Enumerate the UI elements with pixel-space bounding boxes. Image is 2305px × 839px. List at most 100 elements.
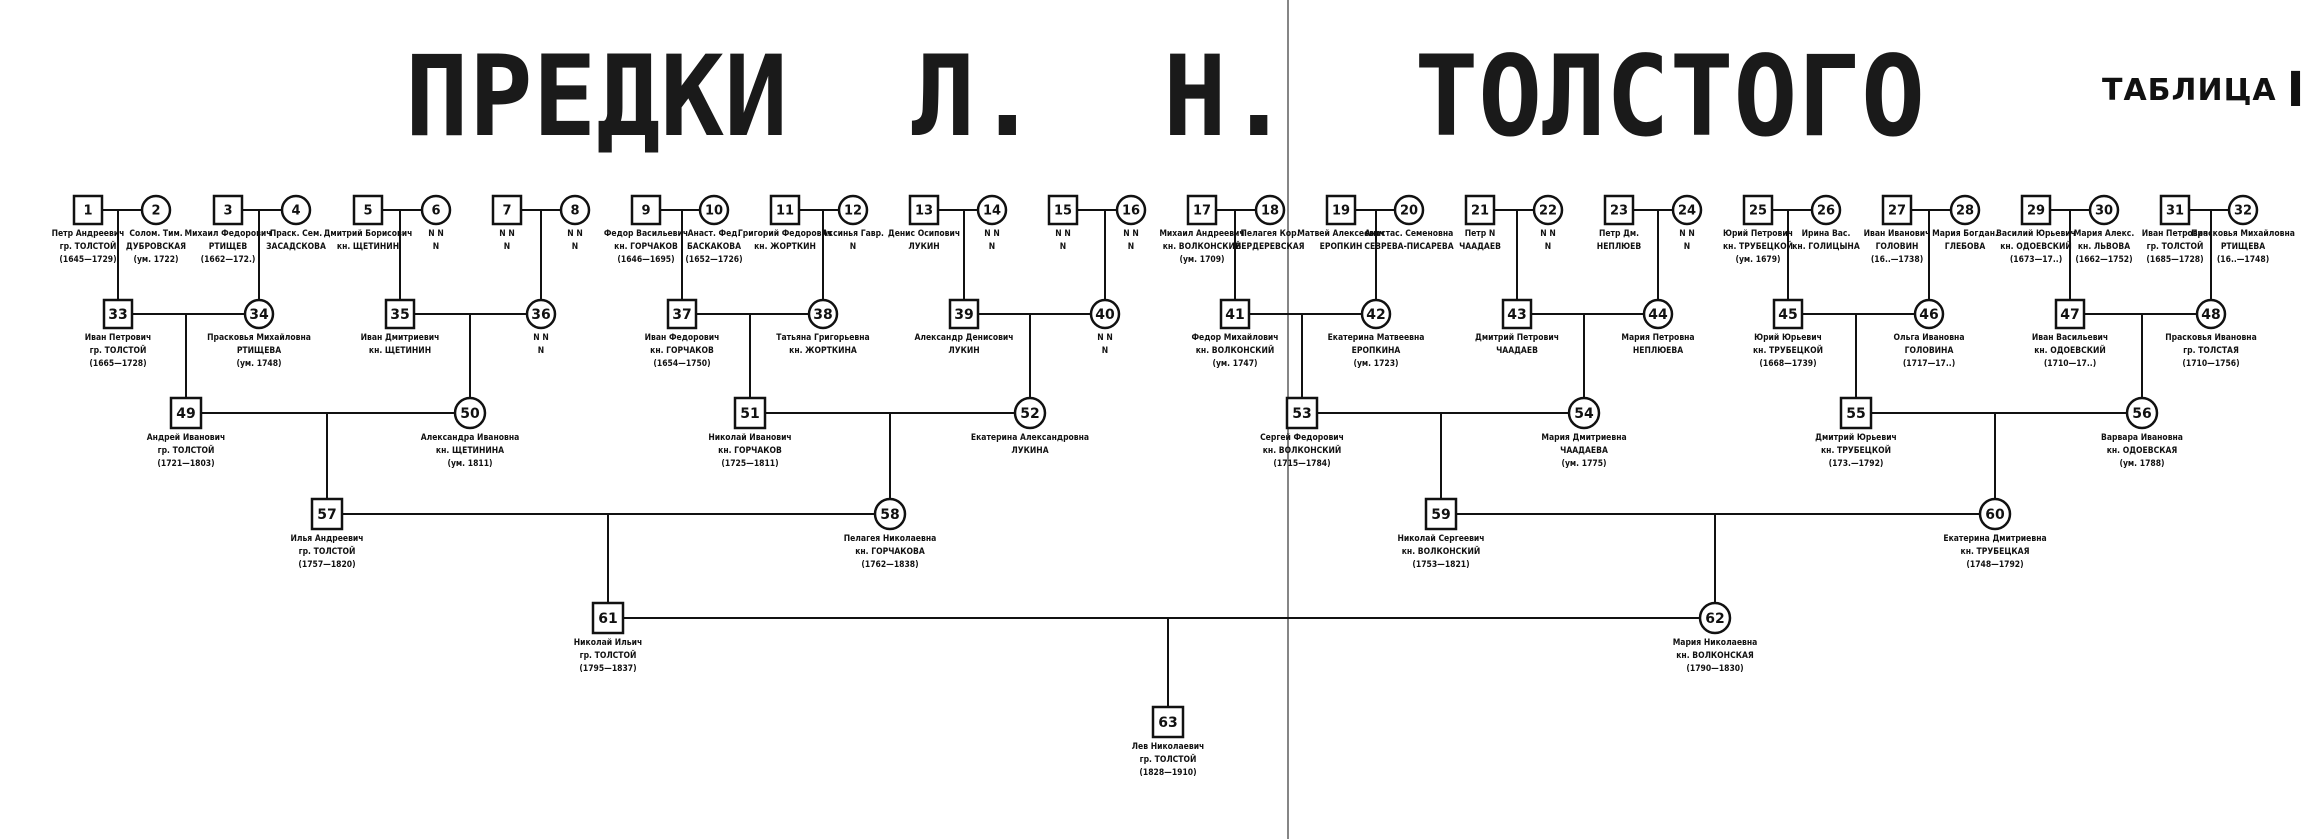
person-caption-line: кн. ГОРЧАКОВ <box>718 446 782 456</box>
person-caption-line: кн. ГОЛИЦЫНА <box>1792 242 1860 252</box>
male-square-icon <box>908 194 940 226</box>
person-number: 1 <box>83 204 92 219</box>
person-14: 14N NN <box>976 194 1008 252</box>
male-square-icon <box>1424 497 1458 531</box>
male-square-icon <box>1742 194 1774 226</box>
male-square-icon <box>1839 396 1873 430</box>
person-caption-line: кн. ГОРЧАКОВА <box>855 547 925 557</box>
person-caption-line: ГЛЕБОВА <box>1945 242 1986 252</box>
person-number: 10 <box>705 204 723 219</box>
person-caption-line: Аксинья Гавр. <box>822 229 884 239</box>
person-caption-line: Прасковья Михайловна <box>2191 229 2295 239</box>
person-number: 54 <box>1574 406 1594 422</box>
person-caption-line: Дмитрий Юрьевич <box>1815 433 1897 443</box>
person-number: 27 <box>1888 204 1906 219</box>
female-circle-icon <box>525 298 557 330</box>
person-caption-line: Илья Андреевич <box>290 534 363 544</box>
person-caption-line: Николай Иванович <box>708 433 791 443</box>
title-word-1: ПРЕДКИ <box>405 31 788 162</box>
male-square-icon <box>769 194 801 226</box>
person-number: 5 <box>363 204 372 219</box>
male-square-icon <box>352 194 384 226</box>
female-circle-icon <box>1393 194 1425 226</box>
person-number: 24 <box>1678 204 1696 219</box>
person-7: 7N NN <box>491 194 523 252</box>
title-word-4: ТОЛСТОГО <box>1414 31 1925 162</box>
person-number: 41 <box>1225 307 1244 323</box>
person-number: 29 <box>2027 204 2045 219</box>
person-number: 59 <box>1431 507 1450 523</box>
person-caption-line: Анастас. Семеновна <box>1365 229 1454 239</box>
female-circle-icon <box>1567 396 1601 430</box>
person-caption-line: гр. ТОЛСТОЙ <box>158 444 215 456</box>
person-caption-line: (1710—1756) <box>2182 359 2239 369</box>
person-caption-line: кн. ОДОЕВСКИЙ <box>2000 240 2072 252</box>
person-caption-line: Александра Ивановна <box>421 433 520 443</box>
person-caption-line: (1762—1838) <box>861 560 918 570</box>
male-square-icon <box>491 194 523 226</box>
male-square-icon <box>1772 298 1804 330</box>
person-number: 30 <box>2095 204 2113 219</box>
person-caption-line: Федор Михайлович <box>1191 333 1278 343</box>
female-circle-icon <box>837 194 869 226</box>
person-caption-line: N <box>538 346 544 356</box>
person-caption-line: (1673—17..) <box>2010 255 2062 265</box>
person-caption-line: (1662—1752) <box>2075 255 2132 265</box>
person-number: 38 <box>813 307 832 323</box>
connector-lines <box>102 209 2229 707</box>
female-circle-icon <box>453 396 487 430</box>
person-caption-line: Мария Алекс. <box>2074 229 2135 239</box>
person-caption-line: N <box>433 242 439 252</box>
person-caption-line: кн. ЩЕТИНИН <box>369 346 431 356</box>
table-number: I <box>2286 62 2305 118</box>
person-caption-line: (16..—1738) <box>1871 255 1923 265</box>
person-caption-line: (1828—1910) <box>1139 768 1196 778</box>
person-caption-line: гр. ТОЛСТОЙ <box>1140 753 1197 765</box>
person-number: 47 <box>2060 307 2079 323</box>
person-caption-line: Дмитрий Борисович <box>324 229 413 239</box>
female-circle-icon <box>1115 194 1147 226</box>
person-number: 14 <box>983 204 1001 219</box>
person-caption-line: Михаил Федорович <box>184 229 271 239</box>
female-circle-icon <box>1698 601 1732 635</box>
person-caption-line: (ум. 1723) <box>1353 359 1398 369</box>
person-caption-line: Мария Николаевна <box>1673 638 1758 648</box>
person-caption-line: Варвара Ивановна <box>2101 433 2183 443</box>
person-caption-line: (ум. 1748) <box>236 359 281 369</box>
person-number: 6 <box>431 204 440 219</box>
person-caption-line: N N <box>499 229 514 239</box>
person-caption-line: N N <box>1055 229 1070 239</box>
person-36: 36N NN <box>525 298 557 356</box>
male-square-icon <box>1501 298 1533 330</box>
person-caption-line: Дмитрий Петрович <box>1475 333 1559 343</box>
male-square-icon <box>1151 705 1185 739</box>
person-caption-line: (1725—1811) <box>721 459 778 469</box>
person-caption-line: N <box>504 242 510 252</box>
person-caption-line: Иван Петрович <box>85 333 152 343</box>
male-square-icon <box>1219 298 1251 330</box>
person-caption-line: (1685—1728) <box>2146 255 2203 265</box>
person-caption-line: Екатерина Дмитриевна <box>1943 534 2046 544</box>
female-circle-icon <box>559 194 591 226</box>
person-8: 8N NN <box>559 194 591 252</box>
person-caption-line: ГОЛОВИНА <box>1905 346 1954 356</box>
female-circle-icon <box>1089 298 1121 330</box>
person-caption-line: НЕПЛЮЕВ <box>1597 242 1642 252</box>
person-16: 16N NN <box>1115 194 1147 252</box>
